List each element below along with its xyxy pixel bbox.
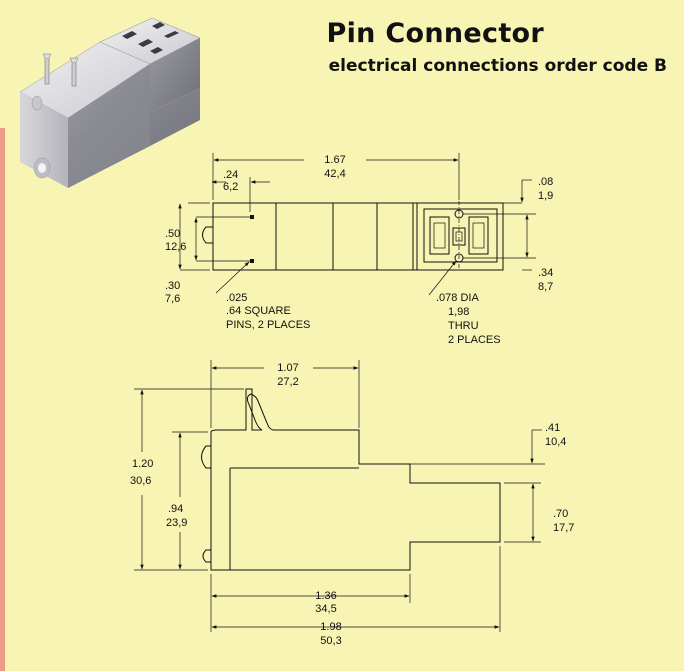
side-overall-height-in: 1.20 — [132, 458, 153, 470]
pin-marker-upper — [250, 215, 254, 219]
top-view-body — [212, 202, 504, 271]
socket-slots — [122, 22, 179, 54]
side-stripe — [0, 128, 5, 671]
top-pin-spacing-in: .50 — [165, 228, 180, 240]
side-view: 1.07 27,2 1.20 30,6 .94 23,9 .41 10,4 — [130, 360, 574, 647]
top-overall-length-mm: 42,4 — [324, 168, 345, 180]
side-body-height-mm: 23,9 — [166, 517, 187, 529]
hole-spacing-in: .34 — [538, 267, 553, 279]
side-nose-height-in: .70 — [553, 508, 568, 520]
pin-marker-lower — [250, 259, 254, 263]
top-offset-in: .08 — [538, 176, 553, 188]
top-overall-length-in: 1.67 — [324, 154, 345, 166]
side-overall-height-mm: 30,6 — [130, 475, 151, 487]
socket-face — [423, 201, 498, 270]
top-pin-spacing-mm: 12,6 — [165, 241, 186, 253]
side-nose-height-mm: 17,7 — [553, 522, 574, 534]
top-offset-mm: 1,9 — [538, 190, 553, 202]
side-top-width-mm: 27,2 — [277, 376, 298, 388]
hole-spacing-mm: 8,7 — [538, 281, 553, 293]
side-overall-length-mm: 50,3 — [320, 635, 341, 647]
side-step-offset-in: .41 — [545, 422, 560, 434]
left-tab — [202, 226, 213, 244]
side-body-height-in: .94 — [168, 503, 183, 515]
hole-note-line2: 1,98 — [448, 306, 469, 318]
side-body-length-in: 1.36 — [315, 590, 336, 602]
page-title: Pin Connector — [326, 18, 544, 49]
pin-note-size: .025 — [226, 292, 247, 304]
top-pin-offset-mm: 6,2 — [223, 181, 238, 193]
side-overall-length-in: 1.98 — [320, 621, 341, 633]
top-pin-offset-in: .24 — [223, 169, 238, 181]
hole-note-line4: 2 PLACES — [448, 334, 501, 346]
pin-note-line1: .64 SQUARE — [226, 305, 291, 317]
pin-note-line2: PINS, 2 PLACES — [226, 319, 310, 331]
side-bump-upper — [201, 445, 211, 469]
top-view: 1.67 42,4 .24 6,2 .50 12,6 .30 7,6 .025 … — [165, 153, 553, 346]
side-view-profile — [210, 388, 501, 571]
side-step-offset-mm: 10,4 — [545, 436, 566, 448]
side-top-width-in: 1.07 — [277, 362, 298, 374]
top-pin-edge-mm: 7,6 — [165, 293, 180, 305]
hole-note-line3: THRU — [448, 320, 479, 332]
side-bump-lower — [202, 549, 211, 563]
hole-note-line1: .078 DIA — [436, 292, 479, 304]
page-subtitle: electrical connections order code B — [328, 56, 667, 76]
side-body-length-mm: 34,5 — [315, 603, 336, 615]
connector-3d-illustration — [19, 17, 201, 188]
top-pin-edge-in: .30 — [165, 280, 180, 292]
